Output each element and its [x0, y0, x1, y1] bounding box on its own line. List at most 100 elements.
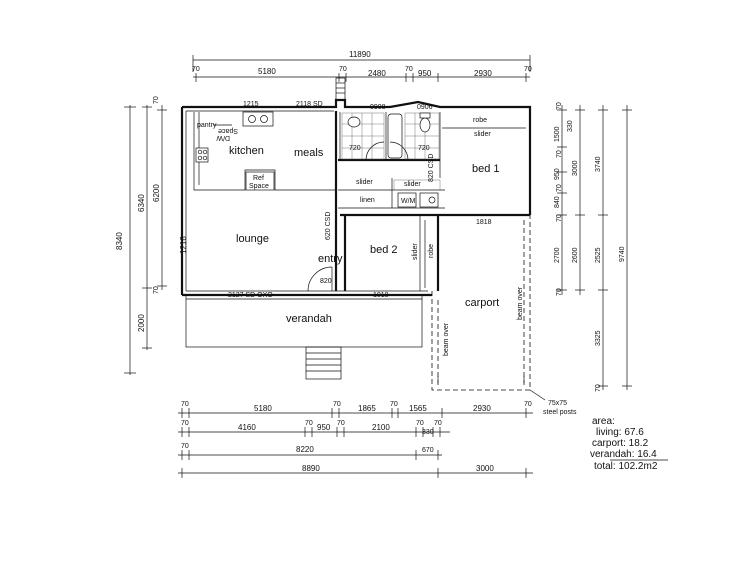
- right-dim-70b: 70: [556, 150, 563, 158]
- opening-720a: 720: [349, 145, 361, 152]
- bottom2-dim-3: 70: [305, 420, 313, 427]
- verandah-label: verandah: [286, 313, 332, 325]
- right-dim-3325: 3325: [595, 330, 602, 346]
- pantry-label: pantry: [197, 122, 217, 129]
- robe1-label: robe: [473, 117, 487, 124]
- bottom2-dim-4: 950: [317, 423, 331, 432]
- right-dim-840: 840: [554, 196, 561, 208]
- carport-outline: [431, 215, 546, 401]
- door-2118: 2118 SD: [296, 101, 323, 108]
- area-carport: carport: 18.2: [592, 438, 649, 449]
- right-dim-70f: 70: [595, 384, 602, 392]
- door-620csd: 620 CSD: [325, 212, 332, 240]
- bottom2-dim-7: 70: [416, 420, 424, 427]
- bottom3-dim-3: 670: [422, 447, 434, 454]
- left-dim-70a: 70: [153, 96, 160, 104]
- window-1215: 1215: [243, 101, 259, 108]
- posts-note-1: 75x75: [548, 400, 567, 407]
- bottom2-dim-2: 4160: [238, 423, 256, 432]
- bottom-dimensions: 70 5180 70 1865 70 1565 2930 70 70 4160 …: [178, 401, 533, 478]
- lounge-label: lounge: [236, 233, 269, 245]
- bottom1-dim-2: 5180: [254, 404, 272, 413]
- robe2-label: robe: [428, 244, 435, 258]
- bottom1-dim-8: 70: [524, 401, 532, 408]
- ref-label: Ref: [253, 175, 264, 182]
- right-dim-70e: 70: [556, 288, 563, 296]
- bottom2-dim-1: 70: [181, 420, 189, 427]
- area-living: living: 67.6: [596, 427, 644, 438]
- door-820csd: 820 CSD: [428, 154, 435, 182]
- left-dimensions: 8340 6340 6200 1218 2000 70 70: [115, 96, 188, 375]
- right-dim-2700: 2700: [554, 247, 561, 263]
- linen-label: linen: [360, 197, 375, 204]
- bottom3-dim-2: 8220: [296, 445, 314, 454]
- verandah: [181, 291, 423, 380]
- beam-over-2: beam over: [517, 286, 524, 320]
- right-dim-70a: 70: [556, 102, 563, 110]
- slider2-label: slider: [356, 179, 373, 186]
- right-dim-2600: 2600: [572, 247, 579, 263]
- right-dim-1500: 1500: [554, 126, 561, 142]
- bottom4-dim-1: 8890: [302, 464, 320, 473]
- window-1018: 1018: [373, 292, 389, 299]
- bed1-label: bed 1: [472, 163, 500, 175]
- bottom2-dim-5: 70: [337, 420, 345, 427]
- opening-720b: 720: [418, 145, 430, 152]
- top-overall-dim: 11890: [349, 50, 371, 59]
- right-dim-2525: 2525: [595, 247, 602, 263]
- doors: [307, 141, 409, 292]
- top-dim-2: 5180: [258, 67, 276, 76]
- top-dim-4: 2480: [368, 69, 386, 78]
- bottom1-dim-7: 2930: [473, 404, 491, 413]
- bed2-label: bed 2: [370, 244, 398, 256]
- top-dim-5: 70: [405, 66, 413, 73]
- dw-label: D/W: [216, 134, 230, 141]
- top-dimensions: 11890 70 5180 70 2480 70 950 2930 70: [192, 50, 532, 82]
- left-dim-8340: 8340: [115, 232, 124, 250]
- slider3-label: slider: [404, 181, 421, 188]
- right-dimensions: 70 1500 330 70 3000 950 70 840 70 3740 2…: [554, 102, 632, 392]
- slider4-label: slider: [412, 243, 419, 260]
- area-total: total: 102.2m2: [594, 461, 658, 472]
- posts-note-2: steel posts: [543, 409, 577, 416]
- top-dim-8: 70: [524, 66, 532, 73]
- beam-over-1: beam over: [443, 322, 450, 356]
- top-dim-7: 2930: [474, 69, 492, 78]
- entry-label: entry: [318, 253, 343, 265]
- right-dim-950: 950: [554, 168, 561, 180]
- top-dim-6: 950: [418, 69, 432, 78]
- top-dim-1: 70: [192, 66, 200, 73]
- door-2127: 2127 SD OXO: [228, 292, 273, 299]
- meals-label: meals: [294, 147, 324, 159]
- area-heading: area:: [592, 416, 615, 427]
- left-dim-6200: 6200: [152, 184, 161, 202]
- opening-labels: 1215 2118 SD 0908 0906 720 720 820 CSD 6…: [228, 101, 492, 299]
- bottom2-dim-8: 330: [422, 429, 434, 436]
- right-dim-3000: 3000: [572, 160, 579, 176]
- left-dim-2000: 2000: [137, 314, 146, 332]
- kitchen-label: kitchen: [229, 145, 264, 157]
- area-verandah: verandah: 16.4: [590, 449, 657, 460]
- room-labels: pantry D/W Space kitchen meals Ref Space…: [197, 117, 577, 416]
- bottom1-dim-1: 70: [181, 401, 189, 408]
- right-dim-70c: 70: [556, 184, 563, 192]
- area-summary: area: living: 67.6 carport: 18.2 veranda…: [590, 416, 668, 472]
- bathroom-fixtures: [341, 112, 441, 208]
- left-dim-70b: 70: [153, 286, 160, 294]
- door-820: 820: [320, 278, 332, 285]
- bottom1-dim-5: 70: [390, 401, 398, 408]
- right-dim-70d: 70: [556, 214, 563, 222]
- window-1818: 1818: [476, 219, 492, 226]
- right-dim-330: 330: [567, 120, 574, 132]
- window-0906: 0906: [417, 104, 433, 111]
- wm-label: W/M: [401, 198, 416, 205]
- bottom2-dim-9: 70: [434, 420, 442, 427]
- right-dim-9740: 9740: [619, 246, 626, 262]
- stairs-top: [335, 77, 346, 101]
- carport-label: carport: [465, 297, 499, 309]
- right-dim-3740: 3740: [595, 156, 602, 172]
- bottom4-dim-2: 3000: [476, 464, 494, 473]
- ref-space-label: Space: [249, 183, 269, 190]
- bottom1-dim-3: 70: [333, 401, 341, 408]
